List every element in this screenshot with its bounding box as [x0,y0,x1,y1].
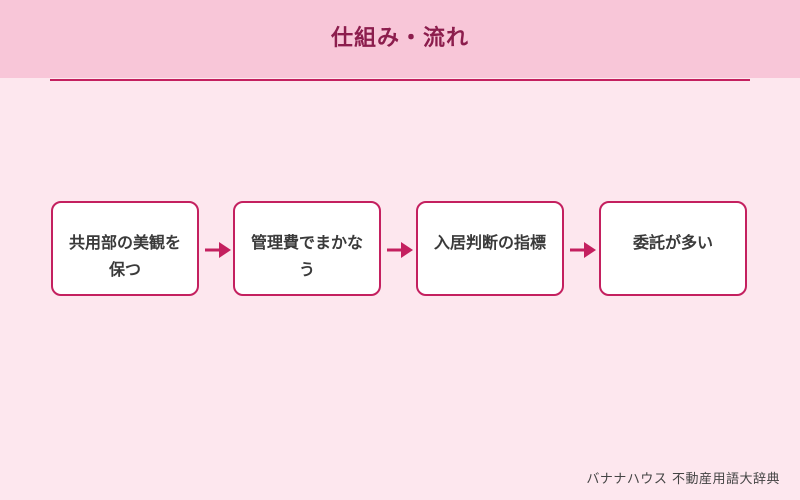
flow-step-label: 委託が多い [632,233,713,252]
flow-step-2: 管理費でまかなう [233,201,381,296]
flow-step-3: 入居判断の指標 [416,201,564,296]
flow-step-4: 委託が多い [599,201,747,296]
arrow-right-icon [387,242,413,258]
page-title: 仕組み・流れ [330,26,469,51]
arrow-right-icon [205,242,231,258]
title-divider [50,79,750,81]
arrow-right-icon [570,242,596,258]
footer-credit: バナナハウス 不動産用語大辞典 [586,472,780,487]
header-band [0,0,800,78]
flow-step-label: 管理費でまかなう [250,233,363,279]
flow-step-1: 共用部の美観を保つ [51,201,199,296]
flow-step-label: 入居判断の指標 [433,233,546,252]
flow-step-label: 共用部の美観を保つ [68,233,181,279]
